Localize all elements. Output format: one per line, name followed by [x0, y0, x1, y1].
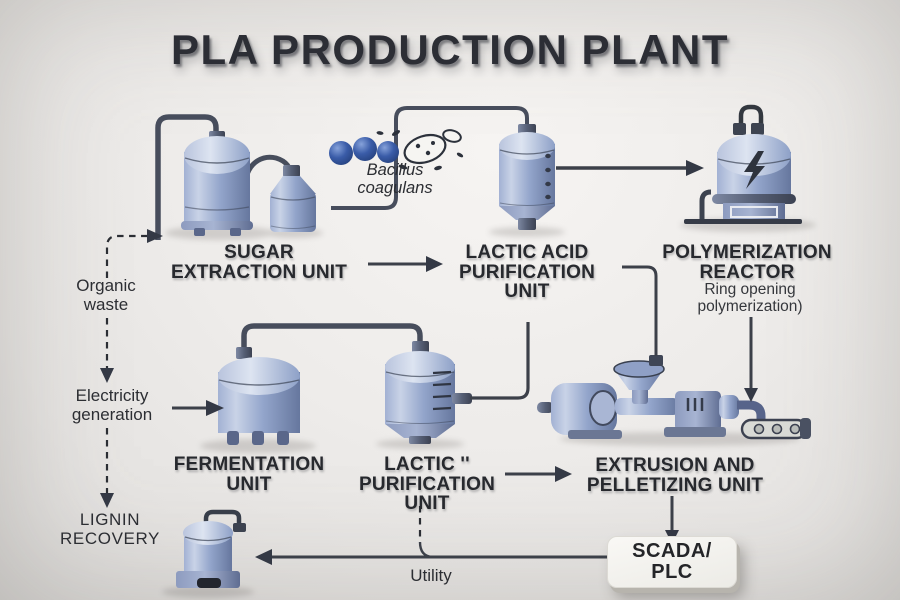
polymerization-reactor [684, 104, 802, 224]
arrow-down-organic [100, 368, 114, 383]
sublabel-ring-opening: Ring opening polymerization) [697, 281, 803, 316]
label-electricity-generation: Electricity generation [71, 386, 153, 425]
arrow-into-feed-pipe [147, 229, 163, 243]
page-title: PLA PRODUCTION PLANT [170, 26, 730, 73]
label-bacillus-coagulans: Bacillus coagulans [357, 161, 433, 198]
arrowheads [100, 160, 758, 565]
label-fermentation-unit: FERMENTATION UNIT [173, 454, 325, 495]
arrow-into-reactor [686, 160, 704, 176]
label-extrusion-pelletizing-unit: EXTRUSION AND PELLETIZING UNIT [586, 455, 764, 496]
label-utility: Utility [410, 566, 452, 585]
label-lactic-acid-purification-unit: LACTIC ACID PURIFICATION UNIT [458, 242, 596, 303]
arrow-utility-left [255, 549, 272, 565]
process-pipes [155, 106, 529, 354]
fermentation-vessel [218, 347, 300, 445]
label-organic-waste: Organic waste [76, 276, 136, 315]
bacteria-icon [376, 129, 464, 171]
bacillus-to-purifier-pipe [331, 106, 529, 210]
label-to-hopper-line [622, 265, 658, 356]
lactic-acid-purification-vessel [499, 124, 555, 230]
arrow-reactor-to-conveyor [744, 388, 758, 402]
arrow-electricity [206, 400, 224, 416]
extruder-pelletizer [537, 355, 811, 440]
label-lignin-recovery: LIGNIN RECOVERY [60, 510, 160, 549]
dashed-lines [105, 234, 422, 542]
arrow-sugar-to-lactic [426, 256, 443, 272]
pellet-conveyor [740, 418, 811, 440]
label-polymerization-reactor: POLYMERIZATION REACTOR [662, 242, 832, 283]
lactic-purification-vessel-2 [385, 341, 472, 444]
arrow-lactic2-to-extrusion [555, 466, 572, 482]
arrow-down-lignin [100, 493, 114, 508]
microbe-spheres-icon [329, 137, 399, 165]
connector-lines [172, 166, 753, 559]
scada-plc-box: SCADA/ PLC [607, 536, 737, 588]
fermentation-to-purifier-pipe [241, 323, 423, 354]
lightning-icon [744, 151, 765, 189]
lignin-recovery-vessel [176, 509, 246, 588]
dash-join-curve [418, 541, 433, 559]
label-lactic-purification-unit-2: LACTIC '' PURIFICATION UNIT [358, 454, 496, 515]
organic-waste-dash [105, 234, 147, 278]
label-sugar-extraction-unit: SUGAR EXTRACTION UNIT [170, 242, 348, 283]
feed-pipe [155, 114, 219, 240]
vessel2-side-line [470, 322, 530, 400]
sugar-extraction-tank [181, 131, 253, 236]
collection-bottle [270, 165, 316, 232]
